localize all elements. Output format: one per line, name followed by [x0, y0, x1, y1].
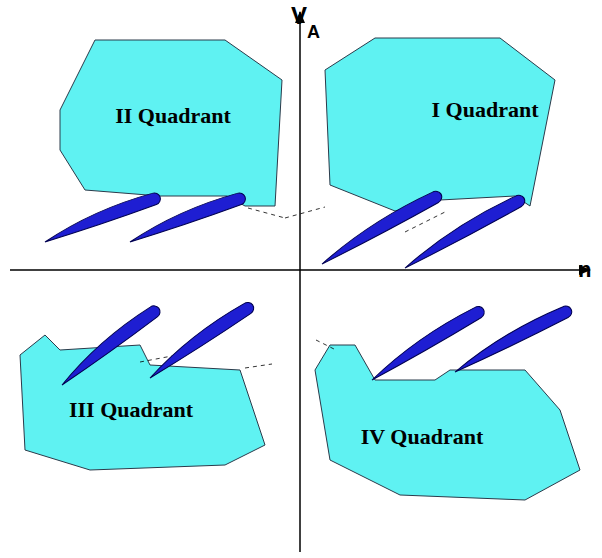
quadrant-label: II Quadrant — [115, 103, 231, 129]
dashed-lines — [140, 207, 445, 368]
axis-label: n — [578, 257, 591, 283]
quadrant-label: I Quadrant — [432, 97, 539, 123]
region-outline — [320, 34, 560, 216]
quadrant-region: IV Quadrant — [310, 340, 586, 505]
quadrant-label: IV Quadrant — [361, 424, 483, 450]
quadrant-region: III Quadrant — [16, 330, 270, 474]
horizontal-axis — [10, 269, 590, 271]
quadrant-label: III Quadrant — [69, 397, 193, 423]
axis-subscript: A — [307, 22, 320, 43]
axis-label: V — [291, 2, 307, 30]
region-outline — [310, 340, 586, 505]
quadrant-region: I Quadrant — [320, 34, 560, 216]
quadrant-region: II Quadrant — [55, 36, 287, 212]
vertical-axis — [299, 12, 301, 552]
